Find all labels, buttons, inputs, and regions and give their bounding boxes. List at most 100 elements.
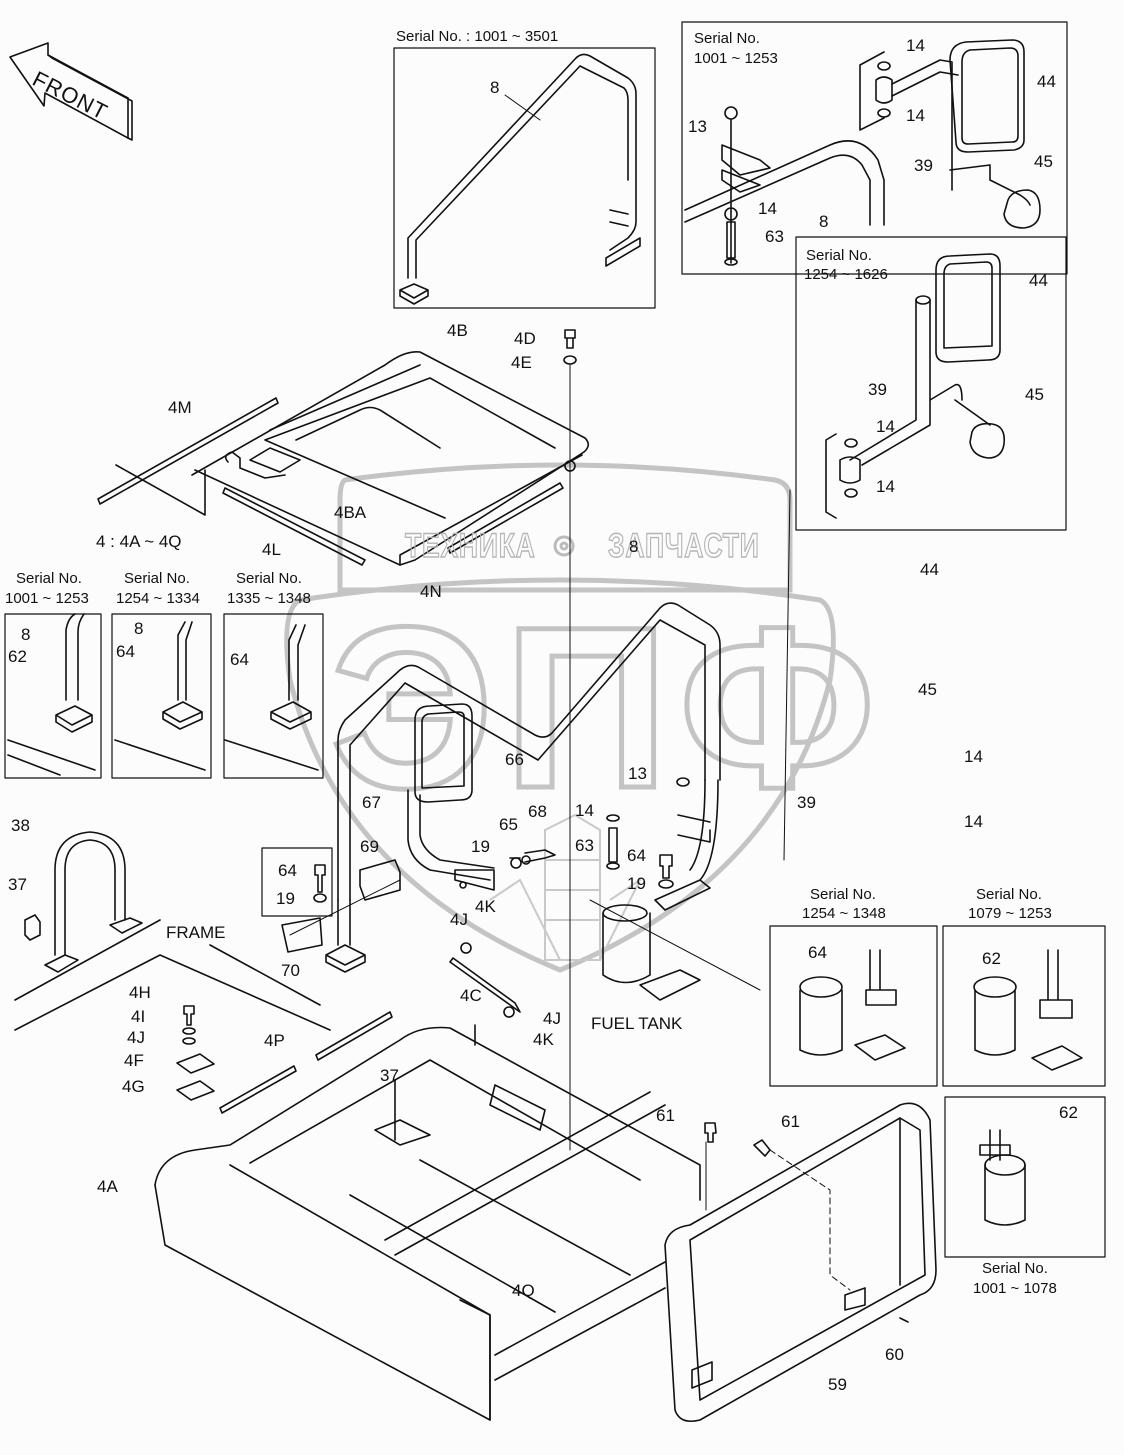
serial-range: 1001 ~ 1078 <box>973 1280 1057 1297</box>
callout-4l: 4L <box>262 540 281 559</box>
serial-title: Serial No. <box>810 886 876 903</box>
watermark-left-word: ТЕХНИКА <box>404 526 536 565</box>
serial-range: 1254 ~ 1348 <box>802 905 886 922</box>
serial-title: Serial No. <box>982 1260 1048 1277</box>
callout-62: 62 <box>982 949 1001 968</box>
serial-range: 1335 ~ 1348 <box>227 590 311 607</box>
callout-4n: 4N <box>420 582 442 601</box>
callout-65: 65 <box>499 815 518 834</box>
inset-rail-base-1254-1334-frame <box>111 613 212 779</box>
side-panel-59 <box>664 1102 937 1423</box>
callout-64: 64 <box>808 943 827 962</box>
callout-45: 45 <box>1025 385 1044 404</box>
callout-4h: 4H <box>129 983 151 1002</box>
callout-59: 59 <box>828 1375 847 1394</box>
callout-37: 37 <box>380 1066 399 1085</box>
callout-8: 8 <box>629 537 639 556</box>
callout-4f: 4F <box>124 1051 144 1070</box>
callout-67: 67 <box>362 793 381 812</box>
callout-44: 44 <box>1029 271 1048 290</box>
fuel-tank <box>589 899 761 1001</box>
inset-clamp-bolt-frame <box>261 847 333 917</box>
serial-range: 1254 ~ 1626 <box>804 266 888 283</box>
callout-37: 37 <box>8 875 27 894</box>
callout-14: 14 <box>964 747 983 766</box>
assembly-note: 4 : 4A ~ 4Q <box>96 532 182 551</box>
callout-4g: 4G <box>122 1077 145 1096</box>
serial-label: Serial No. : 1001 ~ 3501 <box>396 28 559 45</box>
callout-64: 64 <box>116 642 135 661</box>
callout-14: 14 <box>876 477 895 496</box>
callout-14: 14 <box>575 801 594 820</box>
floor-pan-4a <box>154 1024 701 1421</box>
callout-4q: 4Q <box>512 1281 535 1300</box>
callout-64: 64 <box>230 650 249 669</box>
serial-title: Serial No. <box>806 247 872 264</box>
inset-handrail-frame <box>393 47 656 309</box>
callout-62: 62 <box>1059 1103 1078 1122</box>
callout-63: 63 <box>575 836 594 855</box>
callout-4m: 4M <box>168 398 192 417</box>
callout-70: 70 <box>281 961 300 980</box>
callout-14: 14 <box>906 36 925 55</box>
callout-14: 14 <box>906 106 925 125</box>
callout-39: 39 <box>797 793 816 812</box>
callout-61: 61 <box>781 1112 800 1131</box>
roof-panel-4b <box>97 350 590 566</box>
callout-64: 64 <box>278 861 297 880</box>
callout-4a: 4A <box>97 1177 118 1196</box>
callout-4k: 4K <box>475 897 496 916</box>
callout-4i: 4I <box>131 1007 146 1026</box>
inset-mirror-1001-1253-frame <box>681 21 1068 275</box>
inset-rail-base-1335-1348-frame <box>223 613 324 779</box>
serial-range: 1079 ~ 1253 <box>968 905 1052 922</box>
inset-mirror-1254-1626-frame <box>795 236 1067 531</box>
callout-4p: 4P <box>264 1031 285 1050</box>
callout-4ba: 4BA <box>334 503 367 522</box>
mirror-66-assembly <box>407 703 556 891</box>
callout-44: 44 <box>1037 72 1056 91</box>
serial-title: Serial No. <box>124 570 190 587</box>
serial-title: Serial No. <box>236 570 302 587</box>
callout-4j: 4J <box>127 1028 145 1047</box>
callout-4c: 4C <box>460 986 482 1005</box>
callout-19: 19 <box>471 837 490 856</box>
callout-45: 45 <box>918 680 937 699</box>
callout-8: 8 <box>490 78 500 97</box>
handrail-8 <box>325 602 721 973</box>
callout-14: 14 <box>758 199 777 218</box>
callout-4e: 4E <box>511 353 532 372</box>
callout-38: 38 <box>11 816 30 835</box>
callout-13: 13 <box>688 117 707 136</box>
callout-64: 64 <box>627 846 646 865</box>
frame-label: FRAME <box>166 923 226 942</box>
callout-4j: 4J <box>450 910 468 929</box>
callout-39: 39 <box>914 156 933 175</box>
fuel-tank-label: FUEL TANK <box>591 1014 683 1033</box>
callout-68: 68 <box>528 802 547 821</box>
callout-60: 60 <box>885 1345 904 1364</box>
serial-range: 1001 ~ 1253 <box>5 590 89 607</box>
callout-66: 66 <box>505 750 524 769</box>
callout-61: 61 <box>656 1106 675 1125</box>
callout-14: 14 <box>876 417 895 436</box>
callout-45: 45 <box>1034 152 1053 171</box>
serial-range: 1001 ~ 1253 <box>694 50 778 67</box>
callout-19: 19 <box>627 874 646 893</box>
callout-44: 44 <box>920 560 939 579</box>
callout-8: 8 <box>134 619 144 638</box>
serial-title: Serial No. <box>16 570 82 587</box>
callout-4k: 4K <box>533 1030 554 1049</box>
callout-14: 14 <box>964 812 983 831</box>
callout-8: 8 <box>819 212 829 231</box>
serial-title: Serial No. <box>694 30 760 47</box>
watermark-gear-icon <box>553 535 575 557</box>
serial-title: Serial No. <box>976 886 1042 903</box>
front-arrow-icon <box>9 42 133 141</box>
inset-tank-mount-1079-1253-frame <box>942 925 1106 1087</box>
callout-39: 39 <box>868 380 887 399</box>
inset-rail-base-1001-1253-frame <box>4 613 102 779</box>
watermark-right-word: ЗАПЧАСТИ <box>607 526 760 565</box>
callout-4b: 4B <box>447 321 468 340</box>
